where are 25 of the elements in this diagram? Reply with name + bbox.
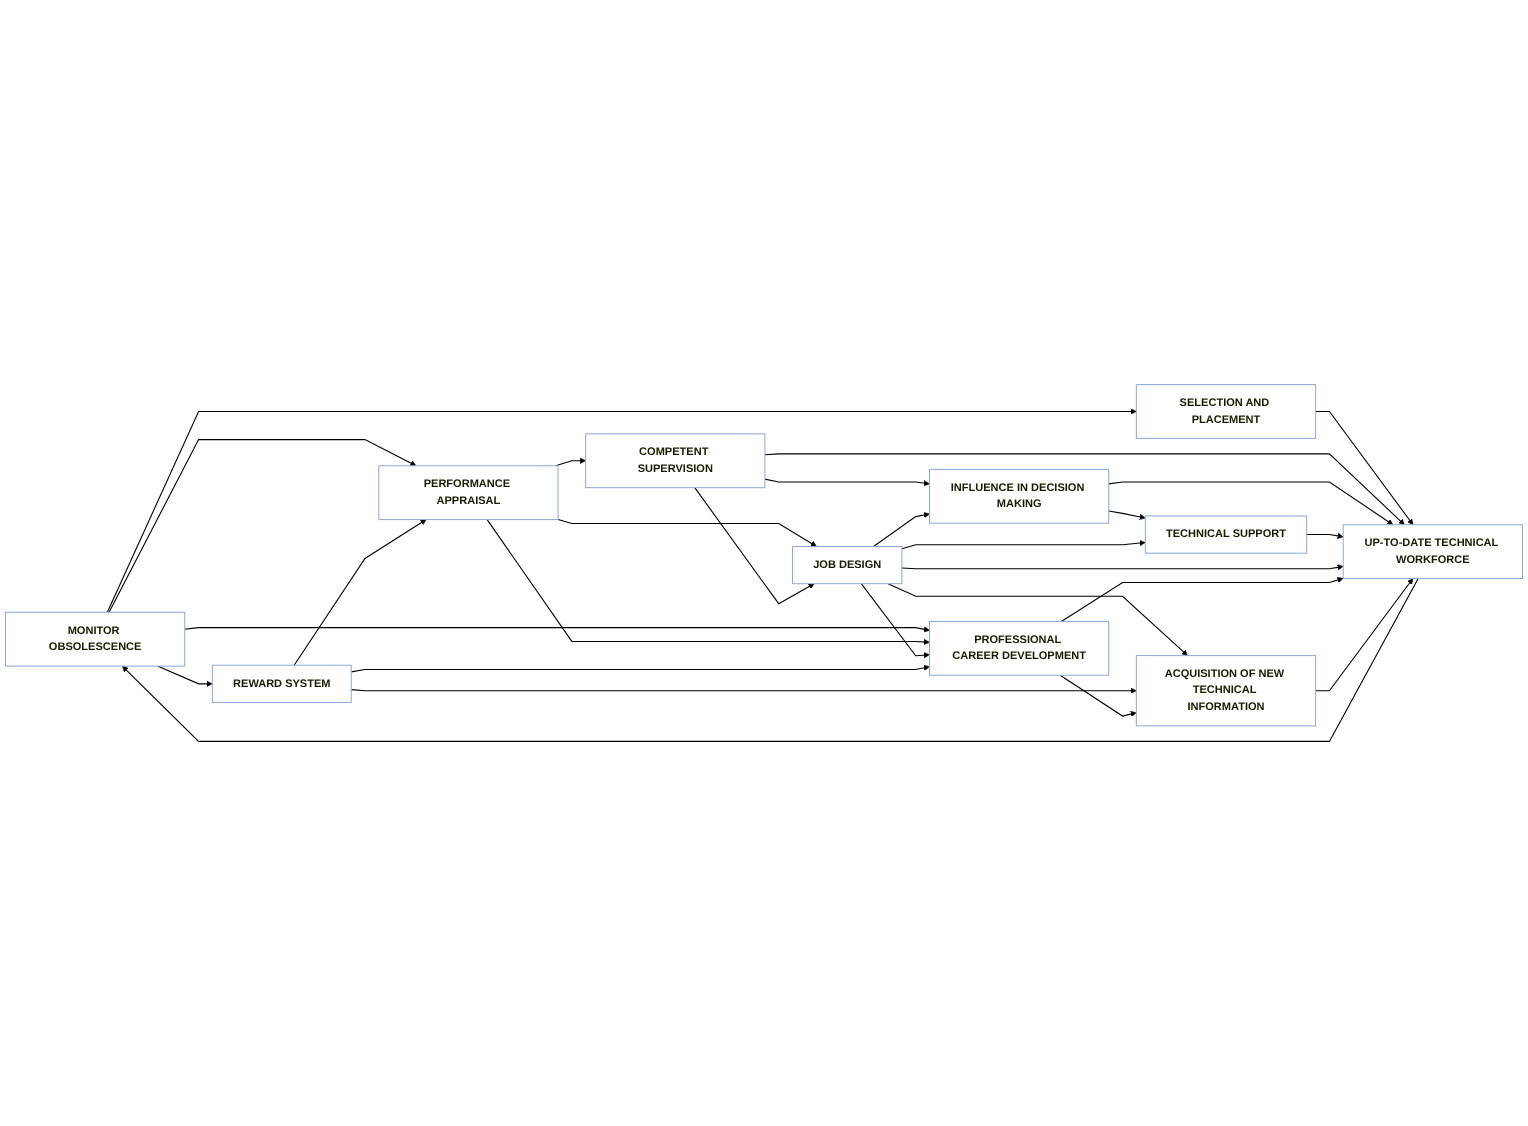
arrow [184,626,930,633]
arrow [901,540,1146,550]
arrow [860,583,930,659]
arrow [108,439,417,613]
arrow [1315,410,1414,525]
arrow [1108,510,1146,520]
arrow [887,583,1188,656]
arrow [873,512,930,547]
arrow [555,457,586,467]
arrow [764,478,930,487]
arrow [156,665,213,687]
arrow [1306,532,1344,539]
arrow [901,564,1344,571]
arrow [1108,481,1394,525]
arrow [557,518,817,547]
arrow [122,577,1419,742]
arrow [350,664,930,673]
arrow [694,487,815,605]
arrow [1059,674,1137,717]
arrow [1060,577,1344,622]
arrow [293,519,427,666]
arrow [350,687,1137,694]
arrow [486,519,930,645]
arrow [1315,578,1414,692]
arrow [106,408,1137,613]
